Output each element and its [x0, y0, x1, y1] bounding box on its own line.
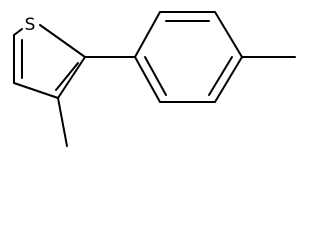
bond-b1-b2 [134, 11, 161, 58]
bond-s1-c2 [39, 24, 86, 58]
bond-c3-methyl [57, 97, 68, 147]
structural-formula: S [13, 11, 296, 147]
bond-c2-c3 [57, 56, 86, 99]
bond-c5-s1 [13, 28, 23, 36]
bond-b4-b5 [214, 56, 243, 103]
bond-b4-b5-inner [208, 56, 233, 96]
bond-b6-b1-inner [144, 56, 167, 96]
bond-c2-c3-inner [55, 62, 79, 91]
bond-b6-b1 [134, 56, 161, 103]
benzene-ring [134, 11, 243, 103]
bond-b3-b4 [214, 11, 243, 58]
thiophene-ring: S [13, 15, 86, 99]
bond-c3-c4 [13, 82, 59, 99]
sulfur-atom-label: S [25, 15, 36, 35]
